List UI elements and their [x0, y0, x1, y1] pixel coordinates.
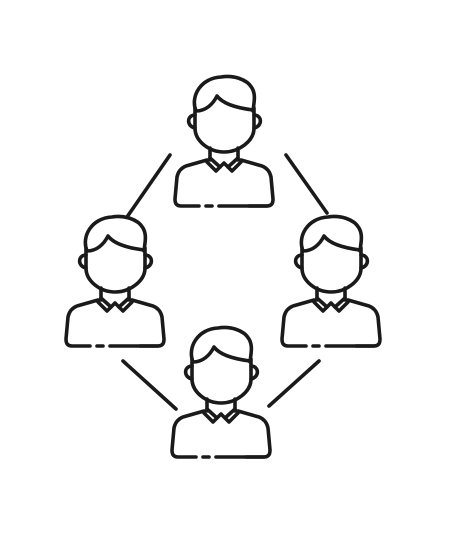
connector-top-left	[125, 153, 172, 219]
person-top	[173, 74, 275, 208]
person-bottom	[170, 325, 272, 459]
connector-bottom-right	[267, 359, 321, 408]
person-left	[64, 214, 166, 348]
connector-top-right	[284, 153, 329, 215]
person-right	[280, 214, 382, 348]
connector-bottom-left	[121, 359, 178, 411]
